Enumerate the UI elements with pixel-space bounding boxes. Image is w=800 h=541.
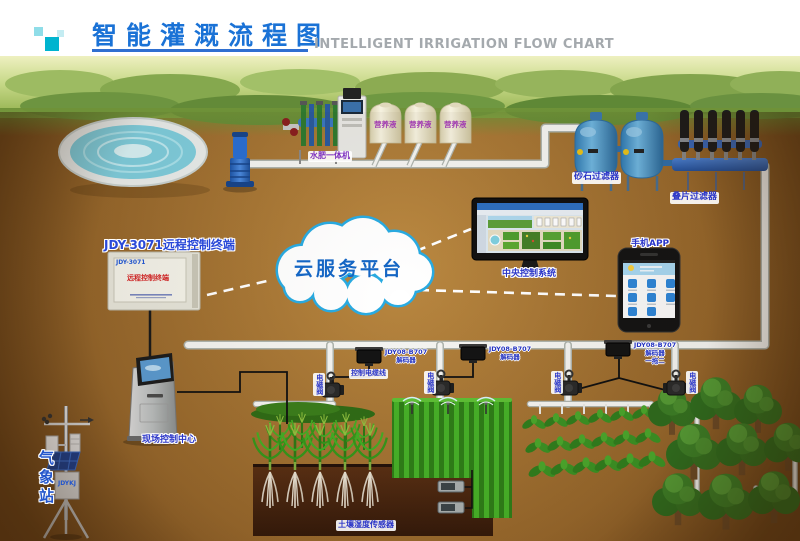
vignette-overlay <box>0 112 800 541</box>
decoder-name: 解码器 <box>500 352 520 361</box>
remote-terminal-caption: JDY-3071远程控制终端 <box>104 238 235 252</box>
solenoid-valve-label: 电磁阀 <box>424 371 436 394</box>
decoder-model: JDY08-B707 <box>384 348 428 356</box>
title-decoration <box>34 27 64 51</box>
weather-station-label: 气象站 <box>37 450 55 507</box>
mobile-app-label: 手机APP <box>631 239 670 249</box>
weather-station-box-text: JDYKJ <box>58 480 77 487</box>
solenoid-valve-label: 电磁阀 <box>551 371 563 394</box>
title-underline <box>92 49 308 52</box>
decoder-model: JDY08-B707 <box>488 345 532 353</box>
soil-sensor-label: 土壤湿度传感器 <box>336 520 396 531</box>
terminal-box-model: JDY-3071 <box>116 259 146 266</box>
field-control-center-label: 现场控制中心 <box>142 435 197 445</box>
page-subtitle: INTELLIGENT IRRIGATION FLOW CHART <box>314 37 615 52</box>
nutrient-tank-label: 营养液 <box>444 120 467 129</box>
nutrient-tank-label: 营养液 <box>374 120 397 129</box>
nutrient-tank-label: 营养液 <box>409 120 432 129</box>
page-title: 智能灌溉流程图 <box>92 21 331 50</box>
cloud-platform-label: 云服务平台 <box>293 258 404 280</box>
solenoid-valve-label: 电磁阀 <box>313 373 325 396</box>
decoder-name: 解码器 <box>396 355 416 364</box>
solenoid-valve-label: 电磁阀 <box>686 371 698 394</box>
fertigation-machine-label: 水肥一体机 <box>308 151 352 162</box>
decoder-model: JDY08-B707 <box>633 341 677 349</box>
terminal-box-name: 远程控制终端 <box>127 274 169 282</box>
decoder-mode: 一拖二 <box>645 356 665 365</box>
sand-filter-label: 砂石过滤器 <box>572 172 622 184</box>
disc-filter-label: 叠片过滤器 <box>670 192 720 204</box>
central-control-label: 中央控制系统 <box>502 269 557 279</box>
decoder-name: 解码器 <box>645 348 665 357</box>
decoder-2-label: JDY08-B707 解码器 <box>485 345 535 362</box>
control-cable-label: 控制电缆线 <box>349 369 388 379</box>
decoder-1-label: JDY08-B707 解码器 <box>381 348 431 365</box>
decoder-3-label: JDY08-B707 解码器 一拖二 <box>630 341 680 365</box>
